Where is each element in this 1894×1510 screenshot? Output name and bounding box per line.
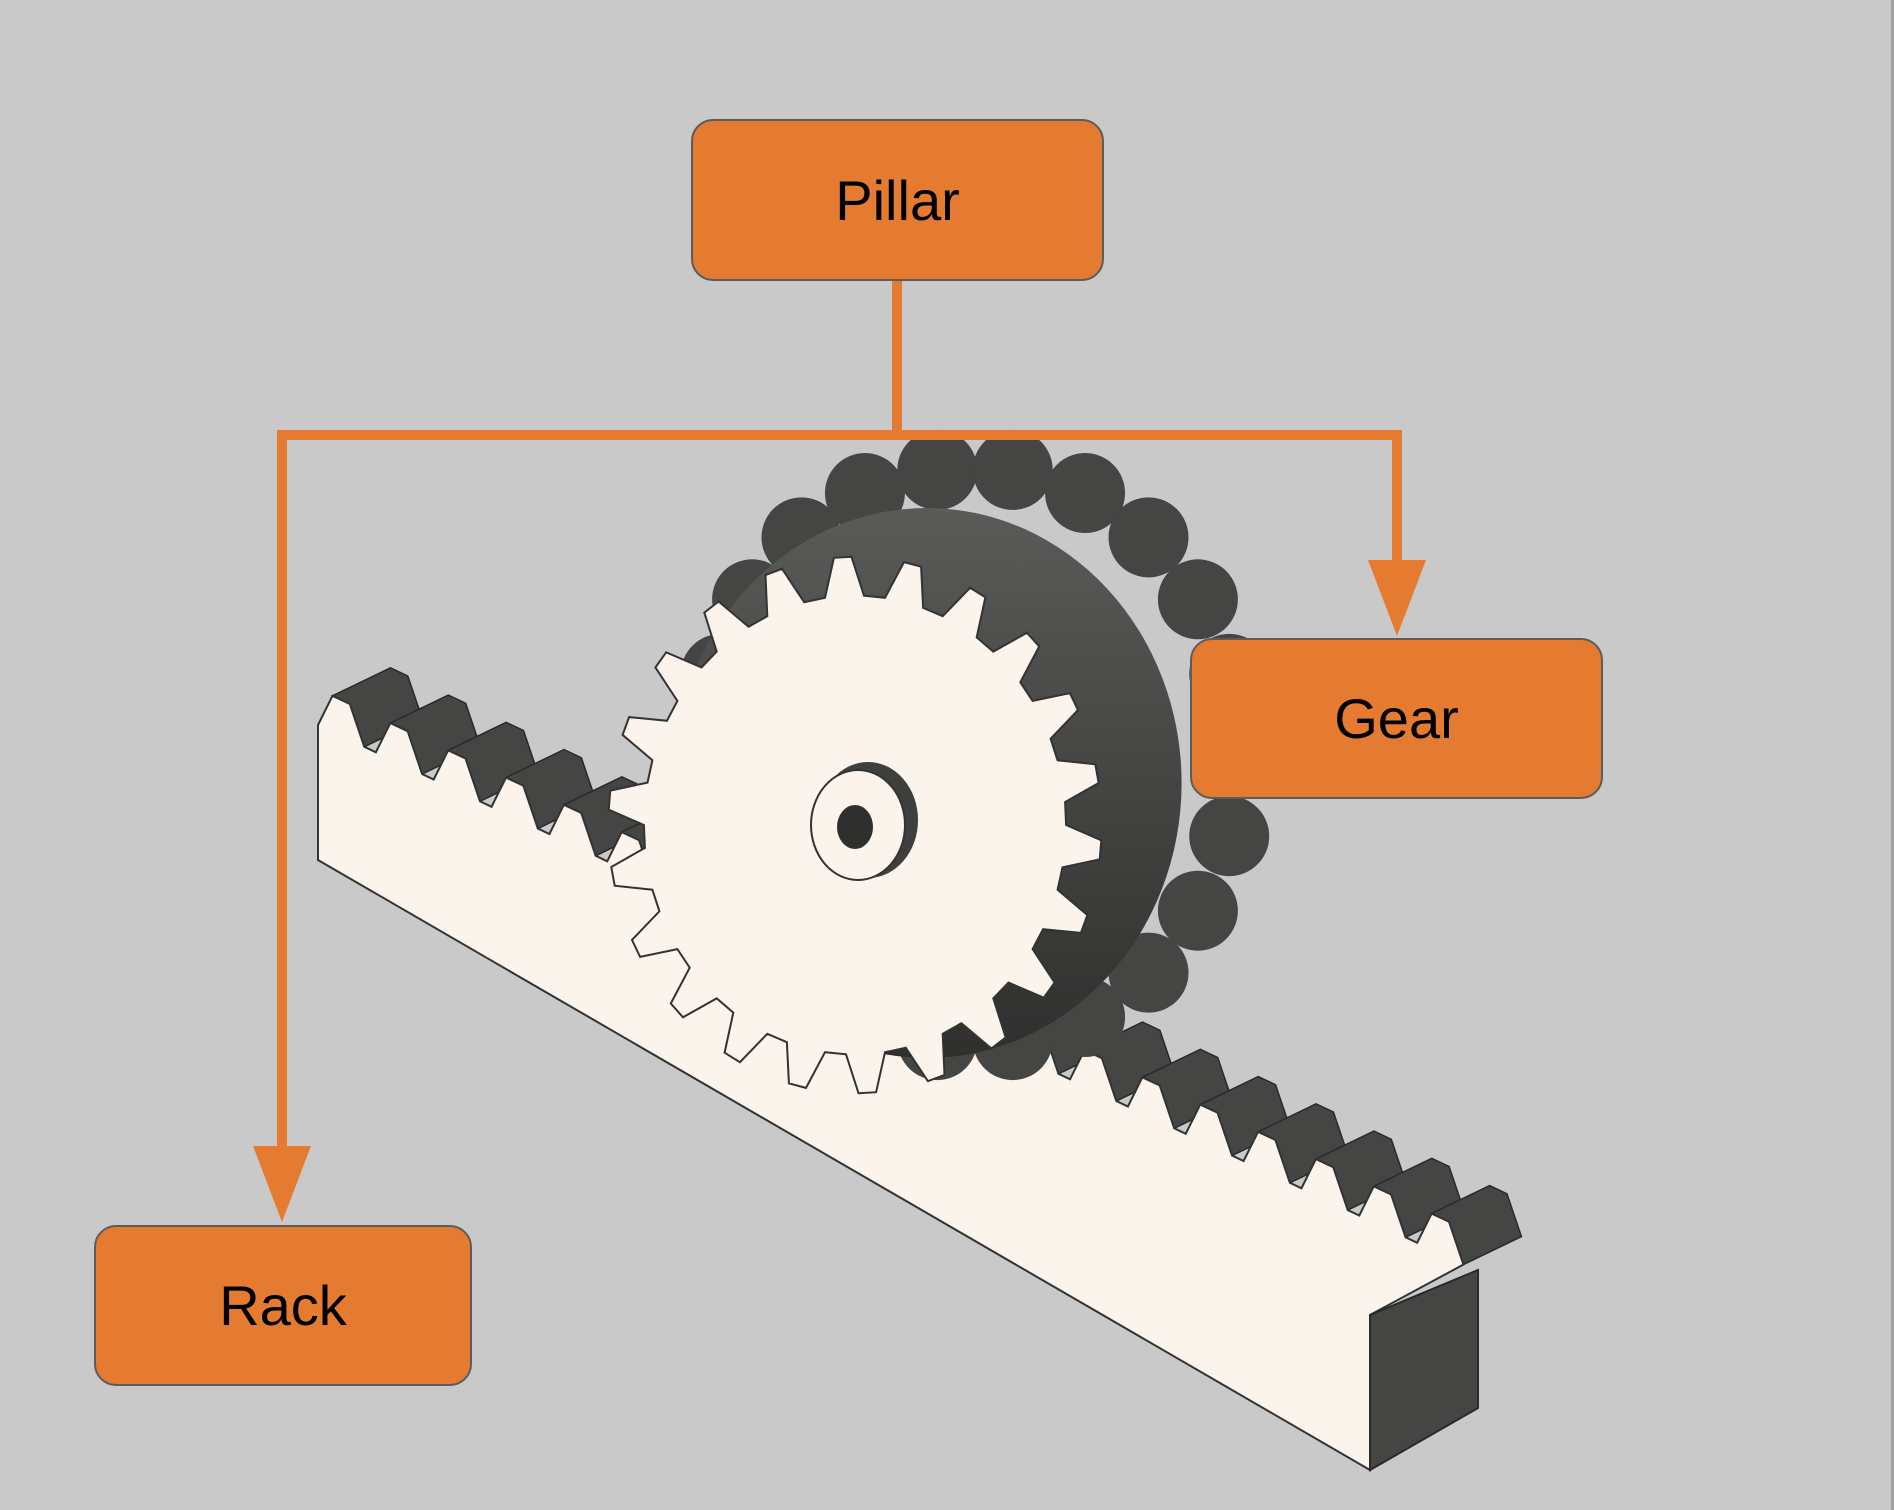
rack-node[interactable]: Rack xyxy=(94,1225,472,1386)
gear-tooth-back xyxy=(1108,932,1189,1013)
gear-node[interactable]: Gear xyxy=(1190,638,1603,799)
gear-tooth-back xyxy=(972,429,1053,510)
rack-end-face xyxy=(1369,1268,1479,1472)
gear-tooth-back xyxy=(1045,453,1126,534)
gear-bore xyxy=(837,805,873,849)
connector-lines xyxy=(277,278,1402,1155)
gear-tooth-back xyxy=(897,429,978,510)
gear-tooth-back xyxy=(1157,559,1238,640)
gear-label: Gear xyxy=(1334,687,1459,750)
arrow-to-gear xyxy=(1368,560,1426,636)
gear-tooth-back xyxy=(1157,870,1238,951)
pillar-node[interactable]: Pillar xyxy=(691,119,1104,281)
gear-tooth-back xyxy=(1108,497,1189,578)
gear-illustration xyxy=(607,429,1280,1095)
arrow-to-rack xyxy=(253,1146,311,1222)
gear-tooth-back xyxy=(1189,796,1270,877)
right-edge-rule xyxy=(1891,0,1894,1510)
rack-label: Rack xyxy=(219,1274,347,1337)
pillar-label: Pillar xyxy=(835,168,960,232)
